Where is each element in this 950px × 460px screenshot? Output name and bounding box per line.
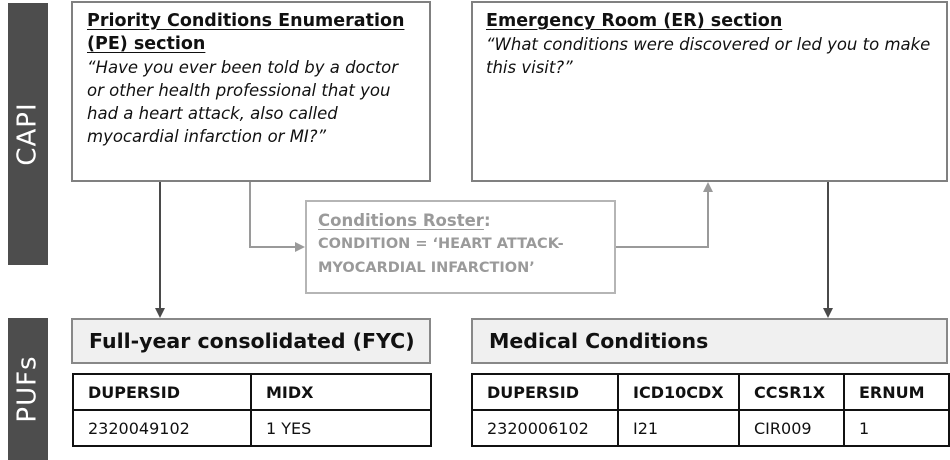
mc-cell-ccsr1x: CIR009 — [738, 409, 845, 447]
capi-side-label: CAPI — [8, 3, 48, 265]
pe-to-roster-arrow — [249, 182, 305, 252]
pe-section-title: Priority Conditions Enumeration (PE) sec… — [87, 10, 417, 56]
medical-conditions-header: Medical Conditions — [471, 318, 948, 364]
pe-question: “Have you ever been told by a doctor or … — [87, 58, 399, 146]
mc-col-ccsr1x: CCSR1X — [738, 373, 845, 411]
mc-col-icd10cdx: ICD10CDX — [617, 373, 740, 411]
fyc-col-dupersid: DUPERSID — [72, 373, 252, 411]
table-row: 2320049102 1 YES — [72, 409, 432, 447]
medical-conditions-table: DUPERSID ICD10CDX CCSR1X ERNUM 232000610… — [471, 373, 950, 447]
er-section-title: Emergency Room (ER) section — [486, 11, 783, 31]
mc-col-ernum: ERNUM — [843, 373, 950, 411]
roster-title-suffix: : — [483, 211, 491, 230]
roster-condition: CONDITION = ‘HEART ATTACK- MYOCARDIAL IN… — [318, 236, 564, 276]
roster-title: Conditions Roster: — [318, 210, 606, 232]
mc-cell-icd10cdx: I21 — [617, 409, 740, 447]
er-question: “What conditions were discovered or led … — [486, 35, 931, 77]
pe-section-box: Priority Conditions Enumeration (PE) sec… — [71, 1, 431, 182]
pufs-side-label: PUFs — [8, 318, 48, 460]
pe-title-line2: (PE) section — [87, 34, 206, 54]
mc-header-row: DUPERSID ICD10CDX CCSR1X ERNUM — [471, 373, 950, 411]
roster-title-text: Conditions Roster — [318, 211, 484, 230]
fyc-header: Full-year consolidated (FYC) — [71, 318, 431, 364]
fyc-header-row: DUPERSID MIDX — [72, 373, 432, 411]
pe-title-line1: Priority Conditions Enumeration — [87, 11, 405, 31]
mc-cell-ernum: 1 — [843, 409, 950, 447]
mc-col-dupersid: DUPERSID — [471, 373, 619, 411]
table-row: 2320006102 I21 CIR009 1 — [471, 409, 950, 447]
er-section-box: Emergency Room (ER) section “What condit… — [471, 1, 948, 182]
fyc-cell-dupersid: 2320049102 — [72, 409, 252, 447]
conditions-roster-box: Conditions Roster: CONDITION = ‘HEART AT… — [305, 200, 616, 294]
fyc-cell-midx: 1 YES — [250, 409, 432, 447]
roster-to-er-arrow — [616, 182, 713, 248]
fyc-table: DUPERSID MIDX 2320049102 1 YES — [72, 373, 432, 447]
mc-cell-dupersid: 2320006102 — [471, 409, 619, 447]
fyc-col-midx: MIDX — [250, 373, 432, 411]
